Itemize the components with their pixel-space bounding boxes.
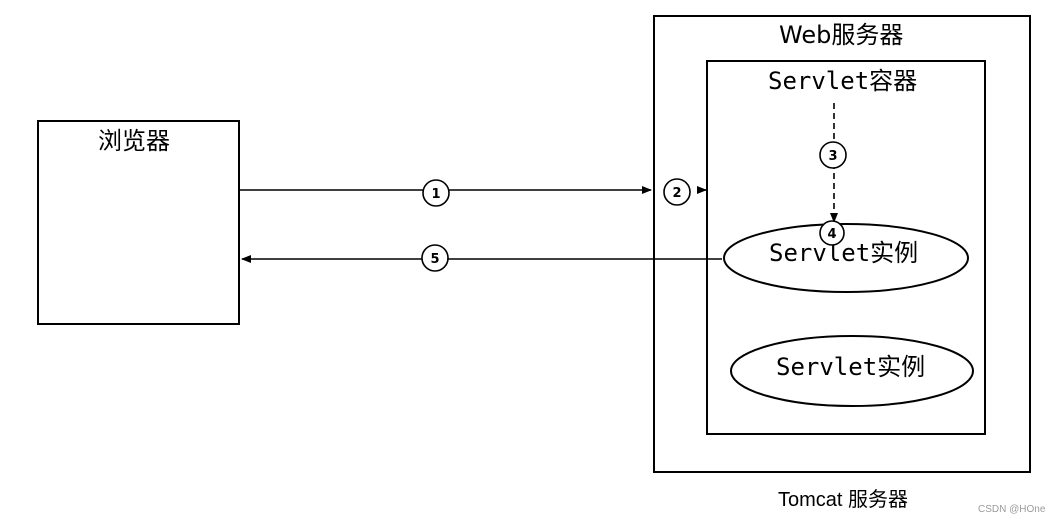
browser-label: 浏览器 (98, 127, 170, 155)
web-server-label: Web服务器 (779, 21, 903, 49)
tomcat-caption: Tomcat 服务器 (778, 489, 909, 511)
step-1-number: 1 (431, 187, 440, 202)
step-5-number: 5 (430, 252, 439, 267)
servlet-instance-label-1: Servlet实例 (769, 239, 918, 267)
step-2-marker: 2 (663, 178, 691, 206)
servlet-instance-ellipse-2 (730, 335, 974, 407)
step-4-number: 4 (827, 227, 836, 242)
step-5-marker: 5 (421, 244, 449, 272)
servlet-instance-ellipse-1 (723, 223, 969, 293)
step-1-marker: 1 (422, 179, 450, 207)
step-2-number: 2 (672, 186, 681, 201)
step-3-marker: 3 (819, 141, 847, 169)
browser-box (37, 120, 240, 325)
servlet-container-label: Servlet容器 (768, 67, 917, 95)
step-4-marker: 4 (819, 220, 845, 246)
servlet-instance-label-2: Servlet实例 (776, 353, 925, 381)
step-3-number: 3 (828, 149, 837, 164)
csdn-watermark: CSDN @HOne (978, 504, 1046, 515)
